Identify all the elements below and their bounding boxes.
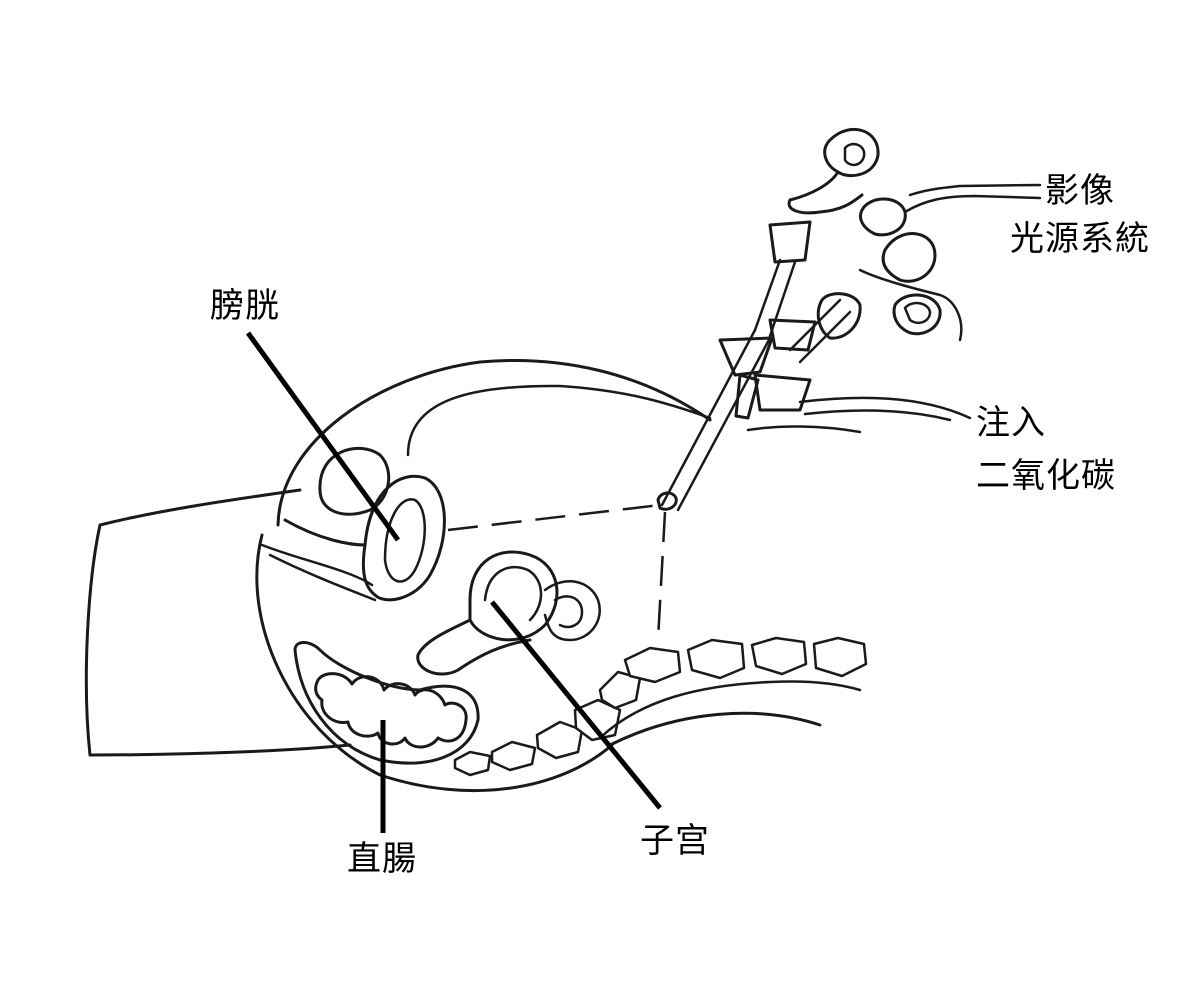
video-light-label-line1: 影像 [1045, 171, 1115, 211]
torso-outline [84, 488, 822, 757]
laparoscope [656, 127, 1042, 512]
uterus [416, 550, 601, 676]
bladder-leader [245, 331, 401, 542]
spine [453, 636, 868, 777]
peritoneal-cavity [255, 359, 712, 793]
video-light-label-line2: 光源系統 [1010, 219, 1150, 259]
co2-label-line1: 注入 [976, 403, 1046, 443]
insufflation-boundary [447, 503, 667, 641]
rectum-label: 直腸 [347, 839, 417, 879]
co2-label-line2: 二氧化碳 [976, 456, 1116, 496]
rectum [293, 641, 480, 765]
uterus-leader [490, 600, 662, 810]
leader-lines [245, 331, 662, 833]
bladder-label: 膀胱 [210, 286, 280, 326]
uterus-label: 子宫 [640, 821, 710, 861]
